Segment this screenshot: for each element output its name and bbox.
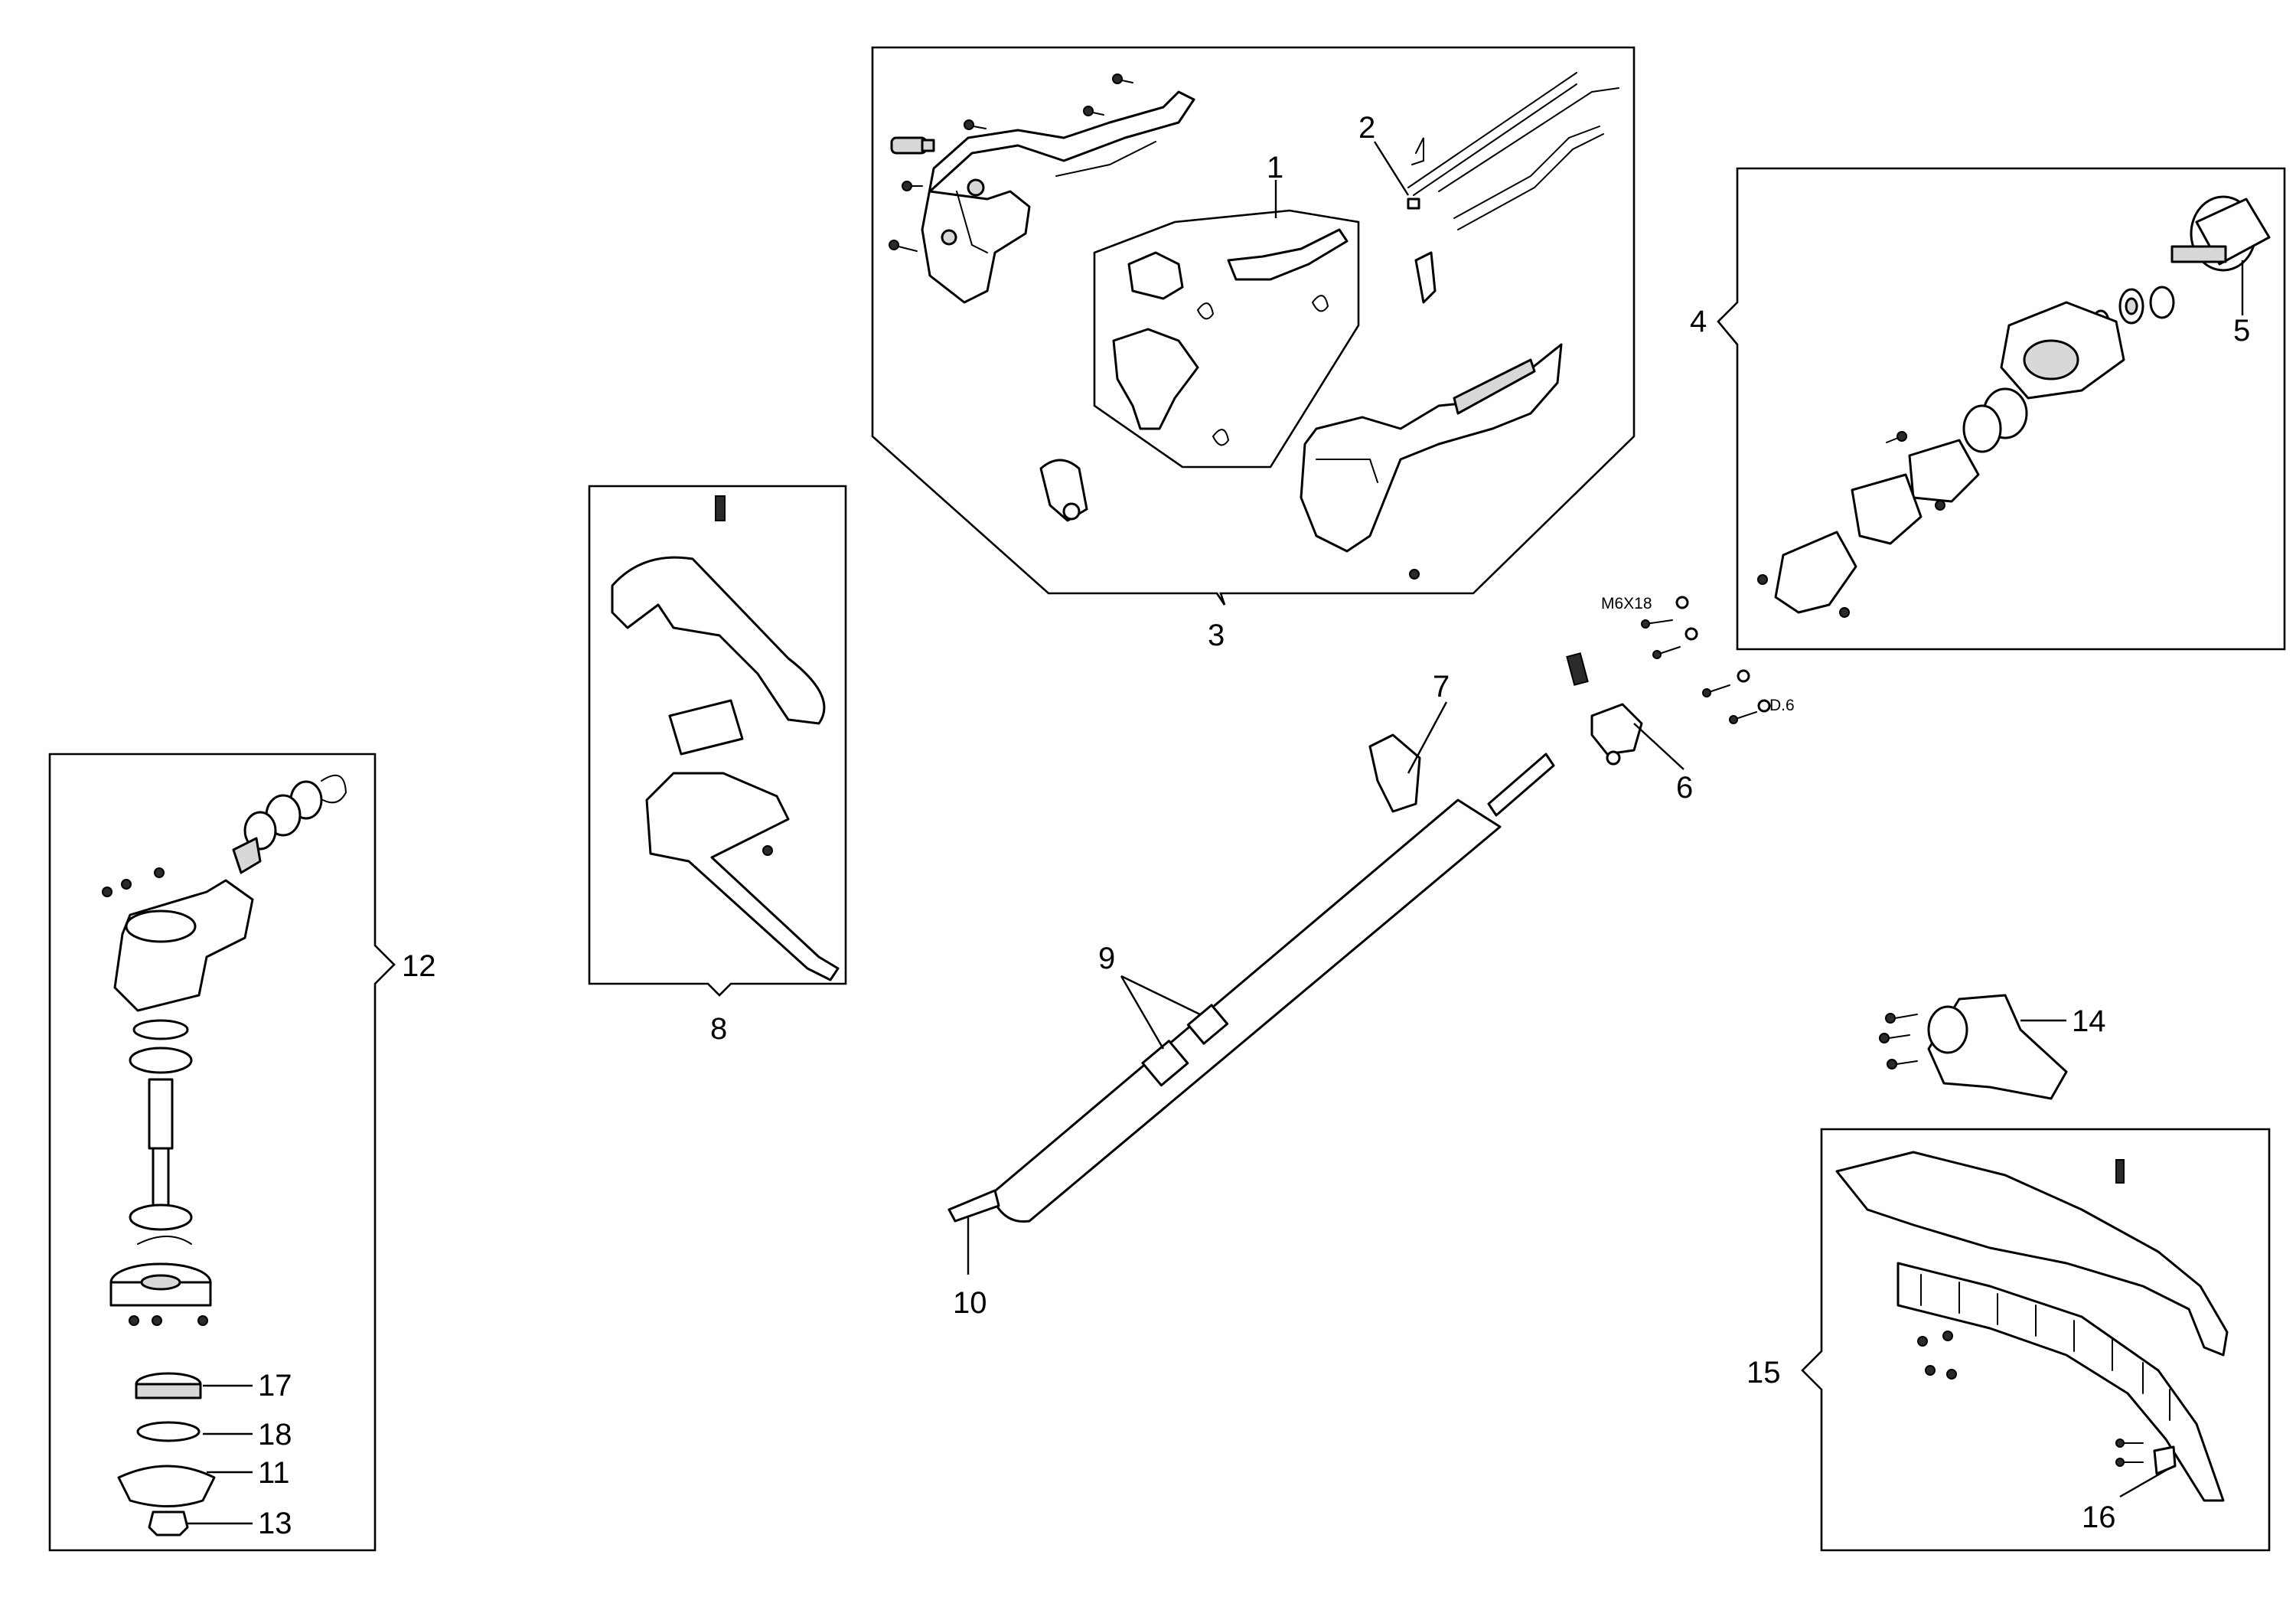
shaft-clamp bbox=[1590, 703, 1643, 756]
gear-head-group bbox=[48, 753, 396, 1552]
shaft-sleeve-b bbox=[1186, 1004, 1229, 1045]
blade-holders bbox=[117, 1372, 216, 1536]
coupling-parts bbox=[1757, 387, 2028, 618]
handle-assembly-group bbox=[871, 46, 1636, 606]
bolt-spec-label: M6X18 bbox=[1601, 595, 1652, 612]
handle-assembly-frame bbox=[871, 46, 1636, 606]
shaft-sleeve-a bbox=[1141, 1040, 1189, 1087]
callout-2: 2 bbox=[1358, 111, 1375, 145]
callout-18: 18 bbox=[258, 1418, 292, 1452]
throttle-cable bbox=[1407, 72, 1619, 304]
guard-skirt bbox=[1896, 1262, 2225, 1502]
callout-17: 17 bbox=[258, 1369, 292, 1403]
gear-head-bearings bbox=[232, 774, 347, 874]
clutch-assembly-group bbox=[1717, 167, 2286, 651]
guard-shell bbox=[1835, 1151, 2229, 1357]
handle-clamp bbox=[1039, 459, 1088, 522]
clutch-drum bbox=[2170, 195, 2271, 272]
callout-4: 4 bbox=[1690, 305, 1707, 338]
callout-8: 8 bbox=[710, 1012, 727, 1046]
callout-9: 9 bbox=[1098, 942, 1115, 975]
clutch-assembly-frame bbox=[1717, 167, 2286, 651]
callout-3: 3 bbox=[1208, 619, 1225, 652]
guard-frame bbox=[1801, 1128, 2271, 1552]
guard-cutter-blade bbox=[2153, 1445, 2177, 1475]
trigger-frame bbox=[1093, 209, 1360, 469]
callout-10: 10 bbox=[953, 1286, 987, 1320]
callout-12: 12 bbox=[402, 949, 436, 983]
gear-shaft-stack bbox=[109, 1019, 212, 1326]
hanger-hook bbox=[1368, 733, 1421, 813]
front-handle-group bbox=[588, 485, 847, 997]
callout-labels: 1 2 3 4 5 6 7 8 9 10 11 12 13 14 15 16 1… bbox=[258, 111, 2250, 1540]
leader-lines bbox=[188, 141, 2244, 1525]
washer-spec-label: D.6 bbox=[1769, 697, 1795, 714]
screws-left-shell bbox=[889, 73, 1133, 252]
guard-group bbox=[1801, 1128, 2271, 1552]
gear-head-frame bbox=[48, 753, 396, 1552]
gear-case bbox=[102, 867, 254, 1012]
handle-shell-left bbox=[921, 90, 1195, 304]
callout-13: 13 bbox=[258, 1507, 292, 1540]
trigger-subgroup bbox=[1093, 209, 1360, 469]
drive-shaft-spline-top bbox=[1487, 753, 1555, 817]
callout-16: 16 bbox=[2082, 1501, 2116, 1534]
guard-bracket-group bbox=[1879, 994, 2068, 1100]
drive-shaft-tube bbox=[990, 798, 1502, 1223]
callout-5: 5 bbox=[2233, 314, 2250, 348]
main-shaft-group bbox=[947, 596, 1771, 1223]
clamp-bolts bbox=[1641, 596, 1771, 724]
front-handle-frame bbox=[588, 485, 847, 997]
callout-14: 14 bbox=[2072, 1004, 2106, 1038]
callout-7: 7 bbox=[1433, 670, 1450, 704]
clutch-housing bbox=[2000, 301, 2125, 400]
handle-shell-right bbox=[1300, 343, 1563, 580]
callout-6: 6 bbox=[1676, 771, 1693, 805]
callout-1: 1 bbox=[1267, 151, 1283, 185]
drive-shaft-spline-bottom bbox=[947, 1189, 1000, 1223]
callout-15: 15 bbox=[1746, 1356, 1781, 1390]
callout-11: 11 bbox=[258, 1456, 290, 1490]
